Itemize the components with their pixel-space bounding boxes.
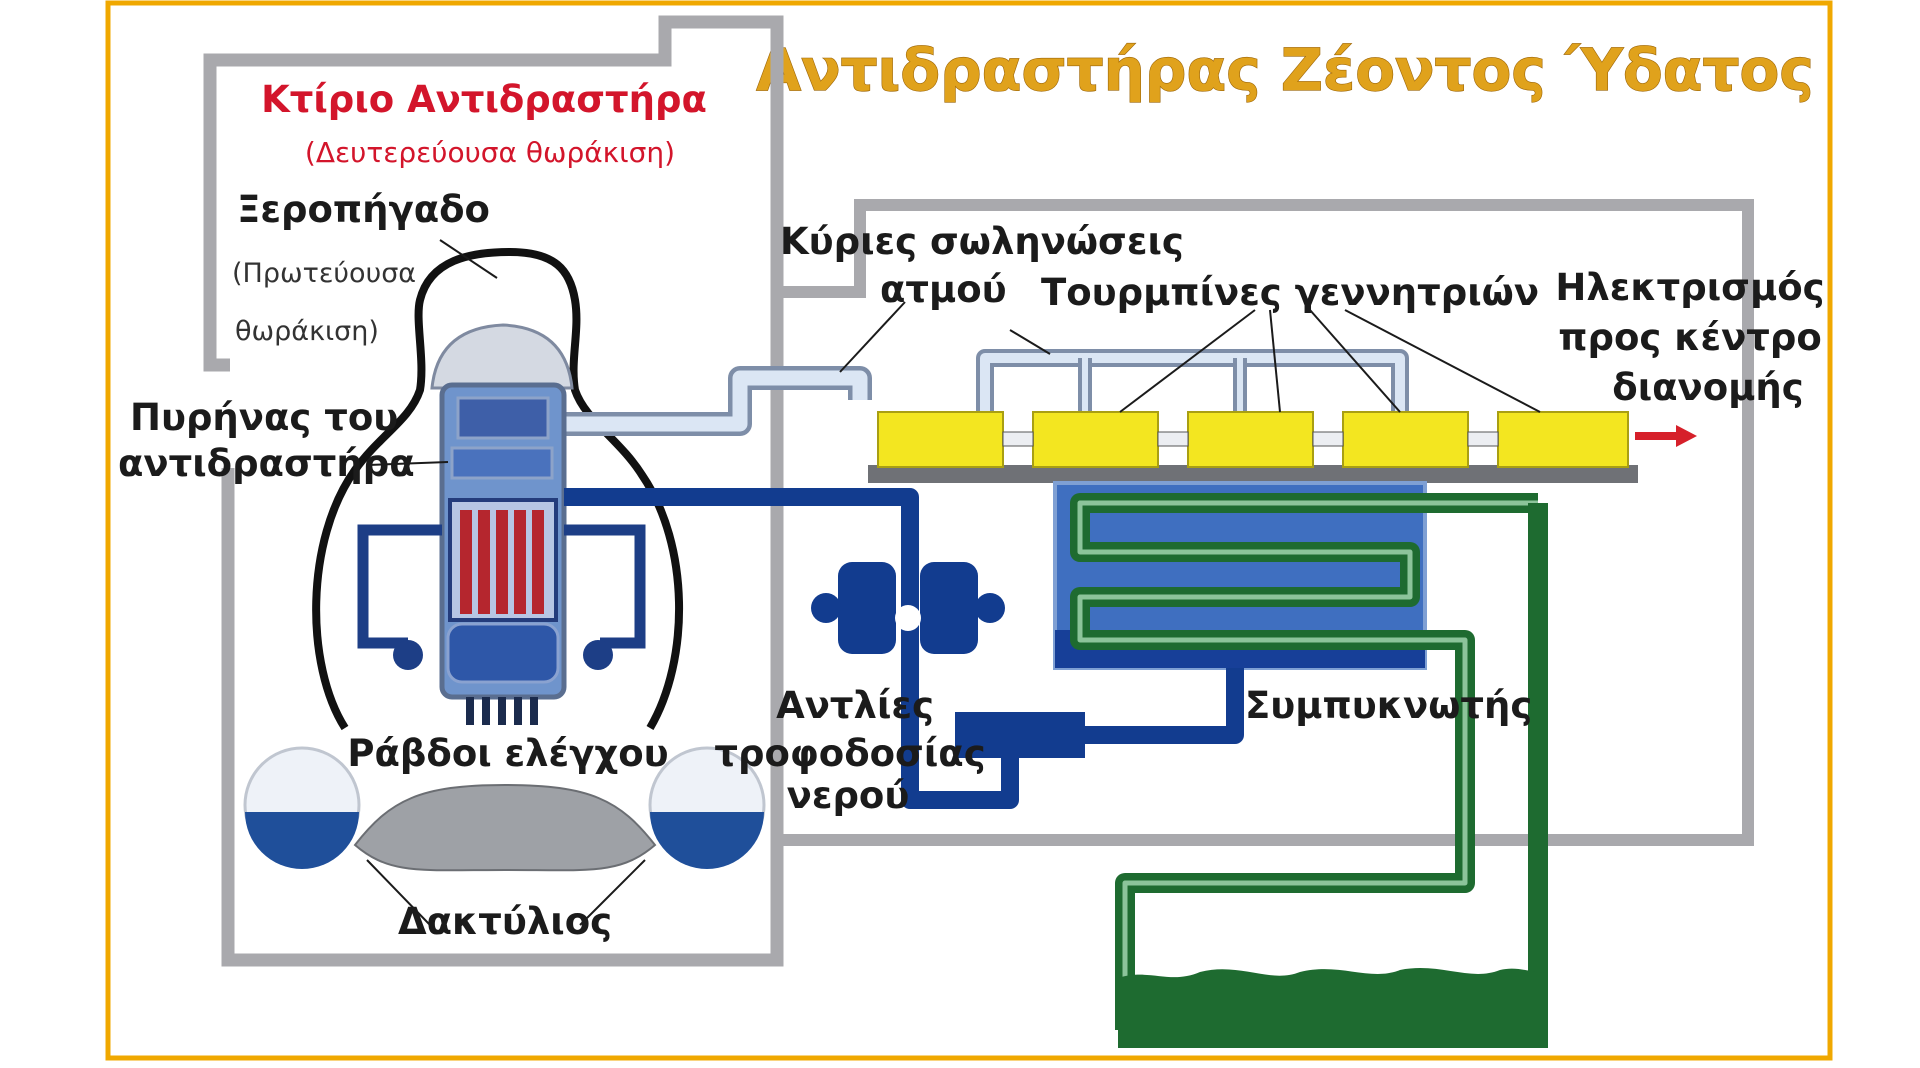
cooling-water-reservoir (1118, 968, 1548, 1048)
leader-turbine-2 (1269, 309, 1281, 413)
label-pumps-1: Αντλίες (776, 684, 934, 727)
label-drywell-sub-2: θωράκιση) (235, 316, 379, 347)
label-control-rods: Ράβδοι ελέγχου (347, 732, 668, 775)
label-reactor-building: Κτίριο Αντιδραστήρα (261, 78, 707, 121)
turbine (1032, 411, 1159, 468)
diagram-title: Αντιδραστήρας Ζέοντος Ύδατος (756, 36, 1814, 104)
feedwater-pump-hub (895, 605, 921, 631)
recirculation-loop-left (357, 524, 442, 649)
leader-lines (366, 239, 1541, 926)
torus-vent-structure (353, 783, 657, 872)
control-rod-drives (466, 697, 538, 725)
leader-turbine-1 (1119, 309, 1256, 413)
label-electricity-2: προς κέντρο (1558, 316, 1822, 359)
drywell-outline (312, 247, 684, 731)
torus (243, 746, 766, 872)
label-turbines: Τουρμπίνες γεννητριών (1041, 271, 1539, 314)
feedwater-pumps (811, 562, 1005, 654)
feedwater-pump-hub (811, 593, 841, 623)
label-steam-lines-2: ατμού (880, 268, 1007, 311)
steam-dryer (450, 446, 554, 480)
fuel-rod (496, 510, 508, 614)
cooling-water-loop-highlight (1077, 500, 1538, 1030)
fuel-rod (478, 510, 490, 614)
turbine-hall-wall (780, 199, 1754, 846)
label-steam-lines-1: Κύριες σωληνώσεις (780, 220, 1184, 263)
recirculation-pump-left (393, 640, 423, 670)
leader-torus-right (579, 859, 646, 926)
shaft-coupling (1312, 431, 1344, 447)
control-rod-drive (466, 697, 474, 725)
recirculation-loop-right (564, 524, 646, 649)
recirculation-pump-right (583, 640, 613, 670)
feedwater-pump (920, 562, 978, 654)
label-electricity-3: διανομής (1612, 366, 1803, 409)
label-pumps-3: νερού (787, 774, 910, 817)
turbine (1187, 411, 1314, 468)
electricity-arrow-head (1676, 425, 1697, 447)
shaft-coupling (1467, 431, 1499, 447)
label-core-1: Πυρήνας του (130, 396, 398, 439)
leader-core (367, 461, 449, 466)
leader-torus-left (366, 859, 431, 926)
feedwater-pump-hub (975, 593, 1005, 623)
control-rod-drive (530, 697, 538, 725)
feedwater-pipe (564, 488, 1244, 809)
feedwater-heater (955, 712, 1085, 758)
leader-steam-lines-2 (1009, 329, 1051, 355)
control-rod-drive (498, 697, 506, 725)
turbine (1342, 411, 1469, 468)
torus-water-left (245, 812, 359, 869)
control-rod-drive (482, 697, 490, 725)
turbine-shaft-couplings (1002, 431, 1499, 447)
leader-drywell (439, 239, 498, 279)
label-drywell: Ξεροπήγαδο (237, 188, 490, 231)
turbine-baseplate (868, 465, 1638, 483)
reactor-dome (430, 323, 574, 390)
label-torus: Δακτύλιος (398, 900, 612, 943)
fuel-rod (532, 510, 544, 614)
fuel-rods (460, 510, 544, 614)
generator (1497, 411, 1629, 468)
fuel-rod (514, 510, 526, 614)
steam-separator (456, 396, 550, 440)
reactor-building-wall (203, 15, 784, 967)
control-rod-drive (514, 697, 522, 725)
leader-turbine-4 (1344, 309, 1541, 413)
label-drywell-sub-1: (Πρωτεύουσα (232, 258, 416, 289)
shaft-coupling (1157, 431, 1189, 447)
label-electricity-1: Ηλεκτρισμός (1555, 266, 1824, 309)
main-steam-pipe-core (540, 370, 868, 432)
torus-water-right (650, 812, 764, 869)
lower-plenum (446, 622, 560, 684)
leader-turbine-3 (1309, 309, 1401, 413)
shaft-coupling (1002, 431, 1034, 447)
turbine (877, 411, 1004, 468)
label-condenser: Συμπυκνωτής (1245, 684, 1532, 727)
label-pumps-2: τροφοδοσίας (714, 732, 985, 775)
feedwater-pump (838, 562, 896, 654)
label-core-2: αντιδραστήρα (118, 442, 415, 485)
leader-steam-lines (839, 301, 906, 373)
label-reactor-building-sub: (Δευτερεύουσα θωράκιση) (305, 136, 675, 169)
fuel-rod (460, 510, 472, 614)
turbines (877, 411, 1629, 468)
